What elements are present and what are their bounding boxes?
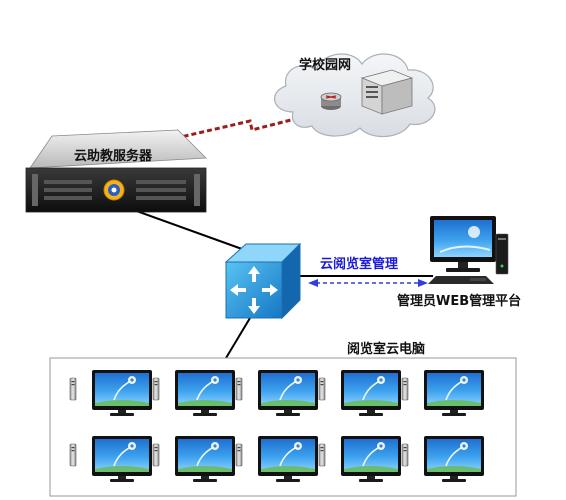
pc-tower-icon — [235, 443, 243, 467]
monitor-icon — [174, 435, 236, 483]
campus-network-label: 学校园网 — [299, 58, 352, 73]
admin-platform-label: 管理员WEB管理平台 — [397, 294, 522, 309]
monitor-icon — [428, 216, 496, 284]
server-rack-icon — [360, 69, 414, 115]
router-icon — [320, 92, 342, 110]
mgmt-arrow-right-head — [418, 279, 428, 287]
pc-tower-icon — [152, 377, 160, 401]
pc-tower-icon — [401, 443, 409, 467]
pc-tower-icon — [495, 233, 509, 275]
server-rack-icon — [25, 129, 207, 213]
switch-icon — [224, 242, 302, 320]
monitor-icon — [423, 435, 485, 483]
monitor-icon — [423, 369, 485, 417]
keyboard-icon — [470, 278, 486, 281]
reading-room-label: 阅览室云电脑 — [347, 342, 426, 357]
wan-link — [167, 111, 319, 142]
cloud-server-label: 云助教服务器 — [74, 149, 153, 164]
monitor-icon — [257, 369, 319, 417]
pc-tower-icon — [152, 443, 160, 467]
pc-tower-icon — [318, 377, 326, 401]
pc-tower-icon — [69, 377, 77, 401]
reading-room-mgmt-label: 云阅览室管理 — [320, 257, 399, 272]
monitor-icon — [340, 369, 402, 417]
switch-room-link — [225, 317, 251, 359]
monitor-icon — [257, 435, 319, 483]
monitor-icon — [340, 435, 402, 483]
pc-tower-icon — [318, 443, 326, 467]
monitor-icon — [91, 435, 153, 483]
monitor-icon — [174, 369, 236, 417]
pc-tower-icon — [401, 377, 409, 401]
pc-tower-icon — [235, 377, 243, 401]
monitor-icon — [91, 369, 153, 417]
pc-tower-icon — [69, 443, 77, 467]
mgmt-arrow-left-head — [308, 279, 318, 287]
